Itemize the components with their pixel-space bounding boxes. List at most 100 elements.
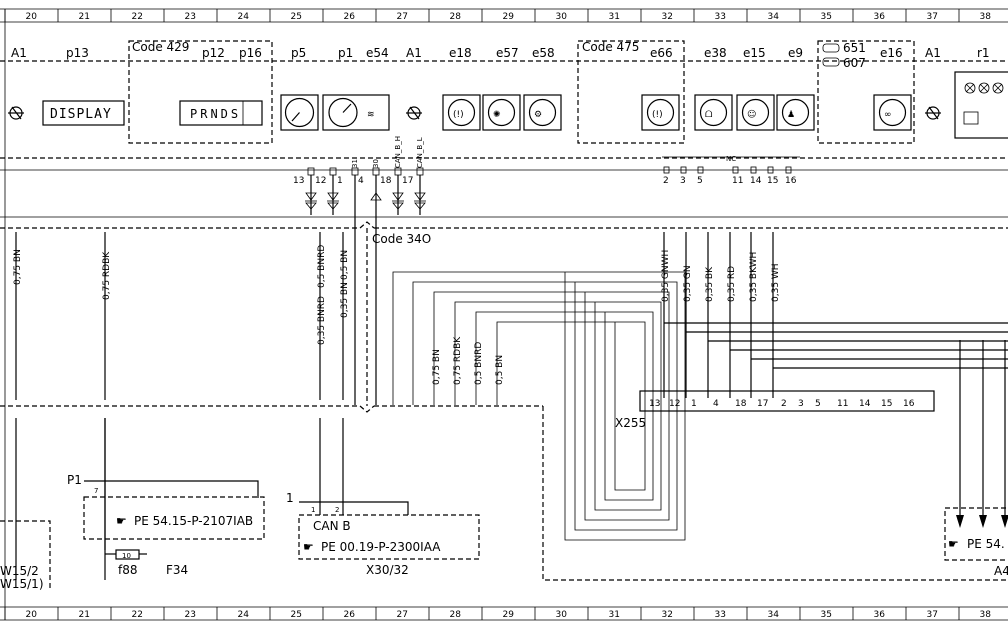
wire-label: 0,75 BN [13,249,23,285]
preheat-icon: ∞ [873,94,912,131]
wire-label: 0,35 BK [705,266,715,302]
pin-tag-can-l: CAN_B_L [416,137,424,168]
svg-text:⚙: ⚙ [534,110,542,120]
column-number: 34 [768,12,780,22]
e18-label: e18 [449,46,472,60]
column-number: 26 [344,12,356,22]
svg-text:(!): (!) [652,110,663,120]
nc-pin-number: 15 [767,176,778,186]
x255-pin: 15 [881,399,892,409]
engine-box [817,40,915,144]
wire-label: 0,35 GNWH [661,250,671,302]
tachometer-gauge: ≋ [322,94,390,131]
column-number: 24 [238,610,250,620]
column-number: 22 [132,610,143,620]
brake-lamp-icon: (!) [442,94,481,131]
code475-box [577,40,685,144]
wire-label: 0,35 RD [727,266,737,302]
a4-block [944,507,1008,561]
column-number: 24 [238,12,250,22]
column-number: 38 [980,12,992,22]
wire-label: 0,5 BNRD [474,342,484,385]
e57-label: e57 [496,46,519,60]
nc-pin [732,166,739,174]
nc-pin [767,166,774,174]
column-number: 25 [291,12,302,22]
x255-pin: 5 [815,399,821,409]
glow-plug-icon: ᗝ [694,94,733,131]
nc-pin [663,166,670,174]
canb-connector: X30/32 [366,563,409,577]
antenna-left-icon [8,106,24,120]
r1-component [954,71,1008,139]
column-number: 35 [821,610,832,620]
code475-label: Code 475 [582,40,639,54]
wire-label: 0,5 BNRD [317,245,327,288]
e38-label: e38 [704,46,727,60]
r1-switch-icon [963,111,979,125]
fuse-name: f88 [118,563,138,577]
canb-pin-2: 2 [335,506,339,514]
nc-pin-number: 3 [680,176,686,186]
nc-label: NC [726,155,736,163]
p13-label: p13 [66,46,89,60]
right-harness-outline [542,406,1008,581]
code607-label: 607 [843,56,866,70]
cluster-pin: 18 [380,167,404,215]
column-number: 20 [26,610,38,620]
canb-label: CAN B [313,519,351,533]
fuse-pin: 10 [122,552,131,560]
column-number: 27 [397,12,408,22]
wire-label: 0,75 BN [432,349,442,385]
airbag-icon: ☺ [736,94,775,131]
cluster-pin: 1 [337,167,359,215]
hand-pointer-icon[interactable]: ☛ [116,514,127,528]
wire-label: 0,35 BN [340,282,350,318]
column-number: 21 [79,610,90,620]
column-number: 36 [874,12,886,22]
column-number: 23 [185,610,196,620]
fog-lamp-icon: ✺ [482,94,521,131]
column-number: 23 [185,12,196,22]
column-number: 31 [609,12,620,22]
gear-text: PRNDS [190,107,241,121]
x255-pin: 2 [781,399,787,409]
pin-number: 4 [358,176,364,186]
column-number: 29 [503,610,515,620]
a1-left-label: A1 [11,46,27,60]
w15-1-label: W15/1) [0,577,44,591]
canb-ref-link[interactable]: PE 00.19-P-2300IAA [321,540,441,554]
harness-notch [359,405,375,413]
e9-label: e9 [788,46,803,60]
pin-tag-can-h: CAN_B_H [394,136,402,168]
code340-label: Code 34O [372,232,431,246]
svg-text:(!): (!) [453,110,464,120]
fuse-ref: F34 [166,563,188,577]
lamp-bulb-icon [992,82,1004,94]
column-number: 36 [874,610,886,620]
pin-number: 17 [402,176,413,186]
code429-box [128,40,273,144]
x255-pin: 16 [903,399,915,409]
x255-pin: 11 [837,399,848,409]
a4-ref-link[interactable]: PE 54. [967,537,1005,551]
canb-pin-1: 1 [311,506,315,514]
hand-pointer-icon-2[interactable]: ☛ [303,540,314,554]
gear-indicator [179,100,263,126]
svg-text:≋: ≋ [367,110,375,120]
p1-ref-link[interactable]: PE 54.15-P-2107IAB [134,514,253,528]
r1-label: r1 [977,46,990,60]
hand-pointer-icon-3[interactable]: ☛ [948,537,959,551]
column-number: 25 [291,610,302,620]
engine-651-icon [822,43,840,53]
cluster-pin: 4 [358,167,382,215]
display-text: DISPLAY [50,107,112,122]
column-number: 37 [927,610,938,620]
e58-label: e58 [532,46,555,60]
column-number: 32 [662,610,673,620]
pin-number: 13 [293,176,304,186]
svg-text:☺: ☺ [747,109,756,120]
column-number: 21 [79,12,90,22]
